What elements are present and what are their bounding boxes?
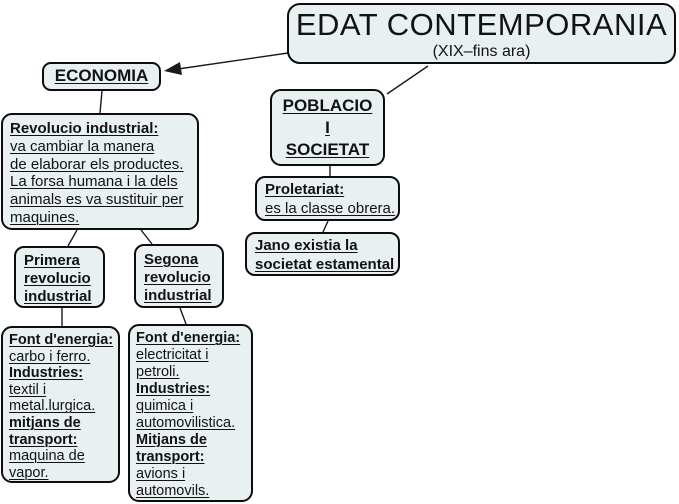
node-text-line: textil i (9, 381, 47, 398)
node-text-line: quimica i (136, 398, 194, 414)
node-text-line: Proletariat: (265, 181, 345, 198)
arrowhead-economia-icon (164, 62, 182, 75)
node-text-line: Jano existia la (255, 237, 358, 254)
node-text-line: POBLACIO (282, 96, 373, 115)
node-text-line: Industries: (136, 381, 211, 397)
node-text-line: Mitjans de (136, 432, 207, 448)
node-text-line: Primera (24, 252, 80, 269)
node-label: ECONOMIA (54, 66, 149, 85)
map-title: EDAT CONTEMPORANIA (295, 7, 668, 42)
node-text-line: de elaborar els productes. (10, 155, 184, 173)
node-text-line: automovilistica. (136, 415, 236, 431)
node-primera-revolucio[interactable]: Primera revolucio industrial (14, 246, 105, 308)
connector-revolucio-to-primera (67, 229, 78, 247)
node-text-line: Font d'energia: (136, 330, 241, 346)
node-text-line: maquina de (9, 448, 85, 465)
connector-title-to-economia (177, 52, 289, 70)
node-jano-existia[interactable]: Jano existia la societat estamental (245, 232, 400, 276)
node-economia[interactable]: ECONOMIA (42, 62, 161, 91)
node-text-line: Industries: (9, 365, 84, 382)
node-font-energia-primera[interactable]: Font d'energia: carbo i ferro. Industrie… (1, 326, 120, 483)
node-text-line: transport: (9, 431, 78, 448)
node-text-line: carbo i ferro. (9, 348, 91, 365)
node-text-line: industrial (24, 287, 92, 305)
connector-revolucio-to-segona (140, 229, 153, 245)
node-font-energia-segona[interactable]: Font d'energia: electricitat i petroli. … (128, 324, 253, 502)
connector-title-to-poblacio (386, 65, 429, 95)
connector-segona-to-font2 (179, 307, 187, 325)
node-text-line: revolucio (24, 269, 91, 287)
node-text-line: automovils. (136, 483, 210, 499)
node-text-line: societat estamental (255, 255, 395, 273)
map-subtitle: (XIX–fins ara) (432, 43, 531, 60)
node-text-line: Revolucio industrial: (10, 120, 159, 137)
node-text-line: metal.lurgica. (9, 398, 96, 415)
node-text-line: Font d'energia: (9, 332, 114, 348)
node-edat-contemporania[interactable]: EDAT CONTEMPORANIA (XIX–fins ara) (287, 3, 676, 64)
connector-economia-to-revolucio (99, 90, 103, 114)
node-text-line: transport: (136, 449, 205, 465)
node-text-line: vapor. (9, 464, 49, 481)
node-text-line: Segona (144, 251, 199, 268)
node-proletariat[interactable]: Proletariat: es la classe obrera. (255, 176, 400, 221)
connector-proletariat-to-jano (322, 220, 329, 233)
node-poblacio-i-societat[interactable]: POBLACIO I SOCIETAT (270, 89, 385, 166)
node-text-line: industrial (144, 286, 212, 304)
node-segona-revolucio[interactable]: Segona revolucio industrial (134, 244, 224, 308)
node-text-line: SOCIETAT (285, 140, 370, 159)
node-text-line: maquines. (10, 208, 80, 226)
node-text-line: I (325, 118, 330, 137)
node-text-line: revolucio (144, 268, 211, 286)
node-text-line: La forsa humana i la dels (10, 173, 178, 191)
node-text-line: es la classe obrera. (265, 199, 396, 217)
node-text-line: electricitat i (136, 347, 209, 363)
node-text-line: avions i (136, 466, 186, 482)
node-text-line: va cambiar la manera (10, 137, 155, 155)
node-text-line: animals es va sustituir per (10, 191, 184, 209)
node-text-line: petroli. (136, 364, 180, 380)
node-text-line: mitjans de (9, 414, 81, 431)
node-revolucio-industrial[interactable]: Revolucio industrial: va cambiar la mane… (1, 113, 199, 230)
